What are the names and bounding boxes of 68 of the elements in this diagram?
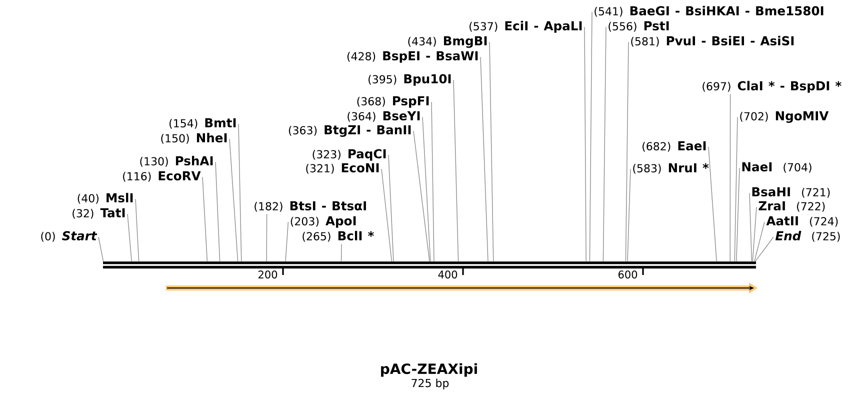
leader-line	[381, 168, 392, 262]
site-label: (368) PspFI	[357, 96, 429, 108]
site-label: (32) TatI	[72, 208, 125, 219]
leader-line	[752, 206, 757, 262]
leader-line	[584, 26, 586, 262]
site-label: (697) ClaI * - BspDI *	[702, 80, 842, 93]
leader-line	[229, 138, 238, 262]
leader-line	[238, 124, 242, 262]
site-label: (428) BspEI - BsaWI	[347, 51, 478, 63]
leader-line	[413, 130, 430, 262]
leader-line	[215, 162, 220, 262]
site-label: (434) BmgBI	[408, 36, 487, 48]
site-label: (154) BmtI	[170, 118, 236, 129]
site-label: (541) BaeGI - BsiHKAI - Bme1580I	[594, 6, 824, 17]
site-label: (556) PstI	[608, 21, 669, 32]
site-label: (40) MslI	[78, 192, 133, 204]
leader-line	[480, 56, 488, 262]
leader-line	[135, 198, 140, 262]
site-label: (581) PvuI - BsiEI - AsiSI	[631, 36, 794, 47]
site-label: BsaHI (721)	[752, 187, 830, 198]
leader-line	[127, 214, 132, 262]
leader-line	[754, 222, 765, 262]
leader-line	[453, 80, 459, 262]
leader-line	[602, 26, 606, 262]
leader-line	[730, 94, 731, 262]
leader-line	[754, 236, 774, 262]
site-label: (116) EcoRV	[123, 171, 201, 182]
site-label: ZraI (722)	[758, 201, 825, 212]
site-label: (537) EciI - ApaLI	[470, 20, 582, 33]
leader-line	[625, 42, 629, 262]
end-label: End (725)	[775, 230, 840, 242]
site-label: (583) NruI *	[633, 163, 709, 174]
site-label: (130) PshAI	[140, 156, 213, 167]
leader-line	[489, 42, 494, 262]
map-title: pAC-ZEAXipi	[381, 363, 477, 377]
leader-line	[749, 192, 752, 262]
site-label: AatII (724)	[766, 216, 838, 227]
leader-line	[736, 168, 740, 262]
tick-label: 400	[438, 270, 458, 278]
leader-line	[285, 222, 289, 262]
sequence-length: 725 bp	[412, 378, 449, 390]
site-label: (182) BtsI - BtsαI	[254, 201, 366, 212]
site-label: (364) BseYI	[348, 111, 420, 122]
dna-backbone	[103, 262, 756, 268]
leader-line	[431, 102, 434, 262]
leader-line	[266, 214, 268, 262]
leader-line	[388, 154, 394, 262]
leader-line	[202, 176, 208, 262]
leader-line	[422, 116, 431, 262]
end-label: (0) Start	[41, 231, 98, 242]
tick-label: 200	[258, 270, 278, 278]
site-label: (702) NgoMIV	[740, 111, 829, 123]
leader-line	[98, 236, 104, 262]
site-label: (321) EcoNI	[306, 163, 379, 174]
leader-line	[589, 12, 592, 262]
site-label: (323) PaqCI	[312, 149, 386, 161]
leader-line	[340, 244, 342, 262]
site-label: (363) BtgZI - BanII	[288, 125, 411, 137]
leader-line	[734, 116, 738, 262]
tick-label: 600	[618, 270, 638, 278]
site-label: (265) BclI *	[302, 230, 374, 242]
site-label: (682) EaeI	[642, 141, 706, 152]
leader-line	[627, 168, 631, 262]
leader-line	[708, 146, 717, 262]
site-label: NaeI (704)	[742, 162, 812, 173]
site-label: (395) Bpu10I	[368, 74, 451, 86]
site-label: (150) NheI	[161, 132, 227, 144]
site-label: (203) ApoI	[290, 216, 356, 228]
